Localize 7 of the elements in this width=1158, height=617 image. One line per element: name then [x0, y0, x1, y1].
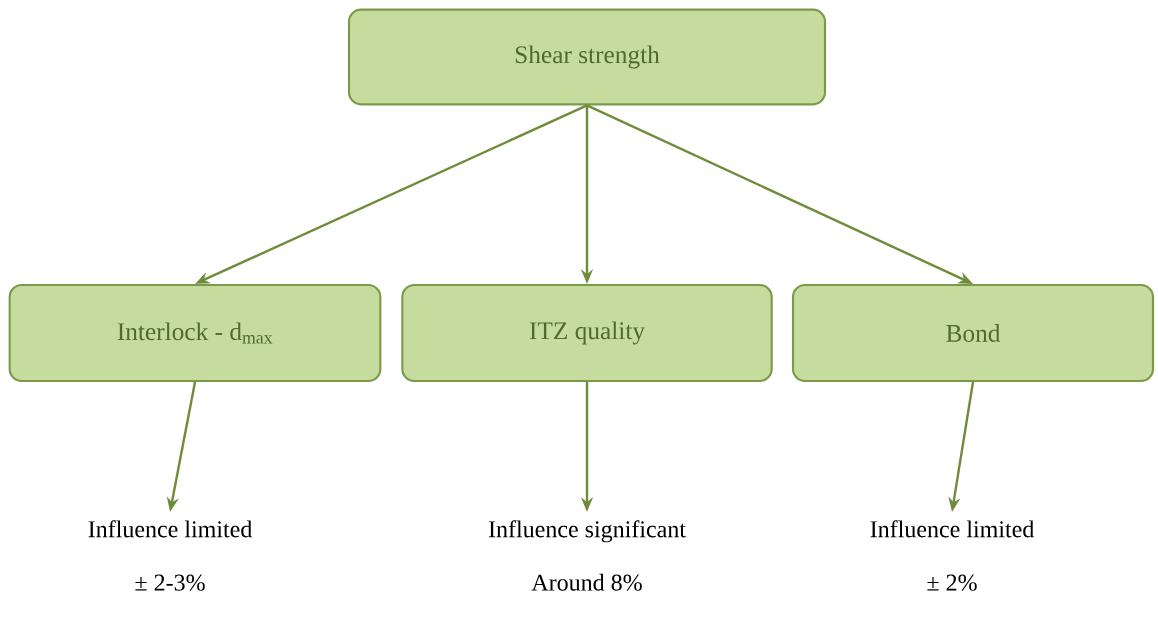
process-box: ITZ quality [401, 283, 773, 383]
result-text: Influence significant Around 8% [488, 520, 686, 591]
process-box: Shear strength [347, 8, 827, 106]
result-text: Influence limited ± 2% [870, 520, 1035, 591]
process-box: Bond [791, 283, 1155, 383]
result-text: Influence limited ± 2-3% [88, 520, 253, 591]
process-box: Interlock - d$_{max}$ [8, 283, 382, 383]
